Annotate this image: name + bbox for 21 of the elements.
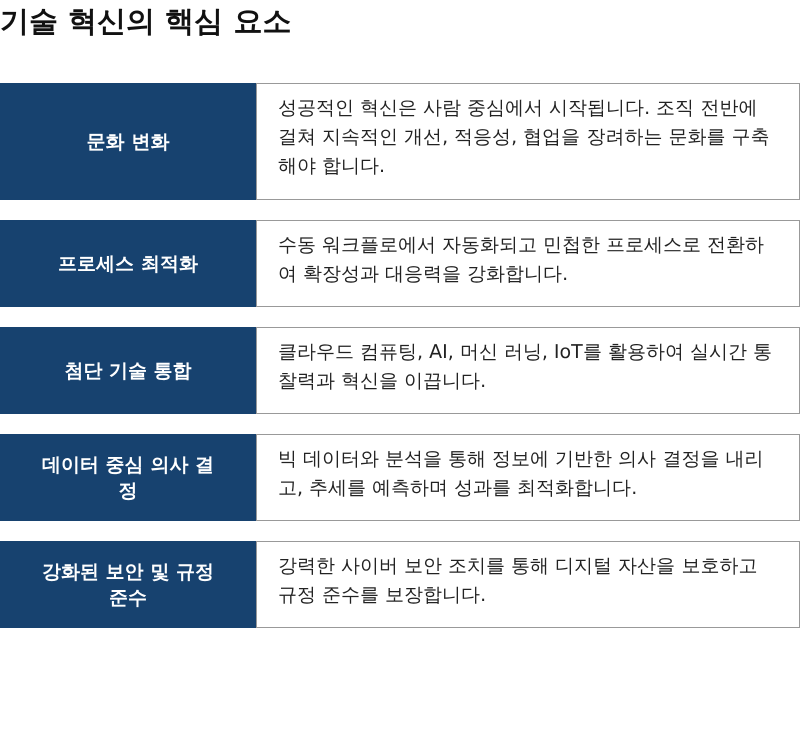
- description-panel: [256, 434, 800, 521]
- title: 기술 혁신의 핵심 요소: [0, 3, 292, 40]
- heading-panel: [0, 83, 256, 200]
- heading-panel: [0, 541, 256, 628]
- heading-text: 강화된 보안 및 규정 준수: [41, 560, 215, 610]
- description-text: 성공적인 혁신은 사람 중심에서 시작됩니다. 조직 전반에 걸쳐 지속적인 개선, 적응성, 협업을 장려하는 문화를 구축해야 합니다.: [278, 96, 770, 179]
- description-text: 클라우드 컴퓨팅, AI, 머신 러닝, IoT를 활용하여 실시간 통찰력과 혁신을 이끕니다.: [278, 340, 773, 394]
- heading-panel: [0, 434, 256, 521]
- heading-text: 첨단 기술 통합: [64, 358, 192, 384]
- description-text: 수동 워크플로에서 자동화되고 민첩한 프로세스로 전환하여 확장성과 대응력을 강화합니다.: [278, 233, 766, 287]
- description-panel: [256, 327, 800, 414]
- description-panel: [256, 83, 800, 200]
- description-text: 강력한 사이버 보안 조치를 통해 디지털 자산을 보호하고 규정 준수를 보장합니다.: [278, 554, 758, 608]
- heading-panel: [0, 220, 256, 307]
- heading-panel: [0, 327, 256, 414]
- description-panel: [256, 220, 800, 307]
- heading-text: 문화 변화: [86, 130, 170, 154]
- heading-text: 프로세스 최적화: [58, 252, 198, 276]
- heading-text: 데이터 중심 의사 결정: [41, 452, 215, 504]
- description-text: 빅 데이터와 분석을 통해 정보에 기반한 의사 결정을 내리고, 추세를 예측하며 성과를 최적화합니다.: [278, 447, 764, 501]
- description-panel: [256, 541, 800, 628]
